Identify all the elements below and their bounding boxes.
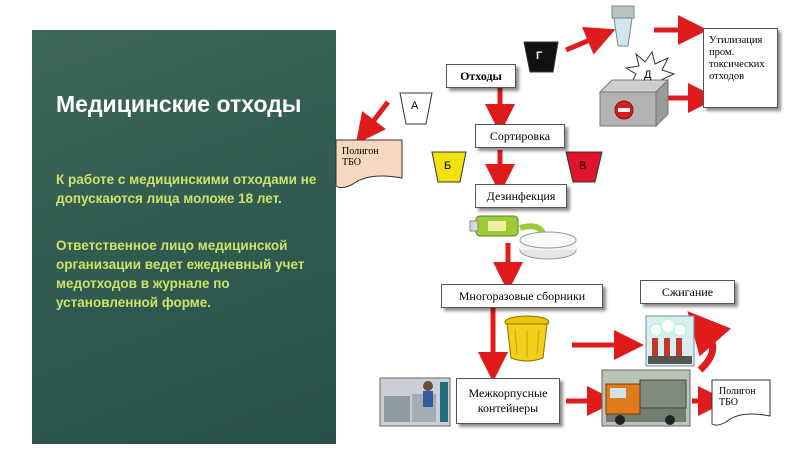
class-b-label: Б: [444, 160, 452, 172]
class-b-trapezoid: [431, 151, 467, 183]
garbage-truck-photo: [601, 369, 691, 427]
node-waste: Отходы: [446, 64, 516, 88]
arrow-burning-curve: [687, 311, 731, 373]
node-disinfection: Дезинфекция: [475, 184, 567, 208]
node-toxic-waste-utilization: Утилизация пром. токсических отходов: [703, 28, 778, 108]
class-a-trapezoid: [399, 92, 433, 125]
class-v-label: В: [579, 160, 587, 172]
slide-paragraph-2: Ответственное лицо медицинской организац…: [56, 238, 305, 310]
class-g-trapezoid: [523, 41, 559, 73]
incinerator-box-icon: [598, 78, 670, 128]
class-d-label: Д: [644, 69, 652, 81]
slide-title: Медицинские отходы: [56, 91, 302, 117]
slide-paragraph-1: К работе с медицинскими отходами не допу…: [56, 172, 317, 206]
node-inter-building-containers: Межкорпусные контейнеры: [456, 378, 560, 424]
node-sorting: Сортировка: [475, 124, 565, 148]
arrow-g-to-utilization: [565, 27, 616, 55]
arrow-a-to-landfill: [355, 100, 390, 144]
node-burning: Сжигание: [640, 280, 735, 304]
slide-text-panel: Медицинские отходы К работе с медицински…: [32, 30, 336, 444]
filter-device-icon: [611, 5, 635, 47]
landfill-right-label: Полигон ТБО: [719, 386, 756, 408]
disinfectant-bottle-icon: [469, 215, 547, 238]
yellow-bin-icon: [504, 315, 550, 362]
class-v-trapezoid: [565, 151, 603, 183]
landfill-left-label: Полигон ТБО: [342, 146, 379, 168]
landfill-left-shape: [335, 139, 403, 189]
class-g-label: Г: [536, 50, 543, 62]
node-reusable-collectors: Многоразовые сборники: [441, 284, 603, 308]
factory-smoke-icon: [645, 315, 695, 367]
landfill-right-shape: [711, 379, 771, 426]
disinfection-dish-icon: [519, 231, 577, 260]
class-a-label: А: [411, 100, 419, 112]
people-containers-photo: [379, 377, 451, 427]
